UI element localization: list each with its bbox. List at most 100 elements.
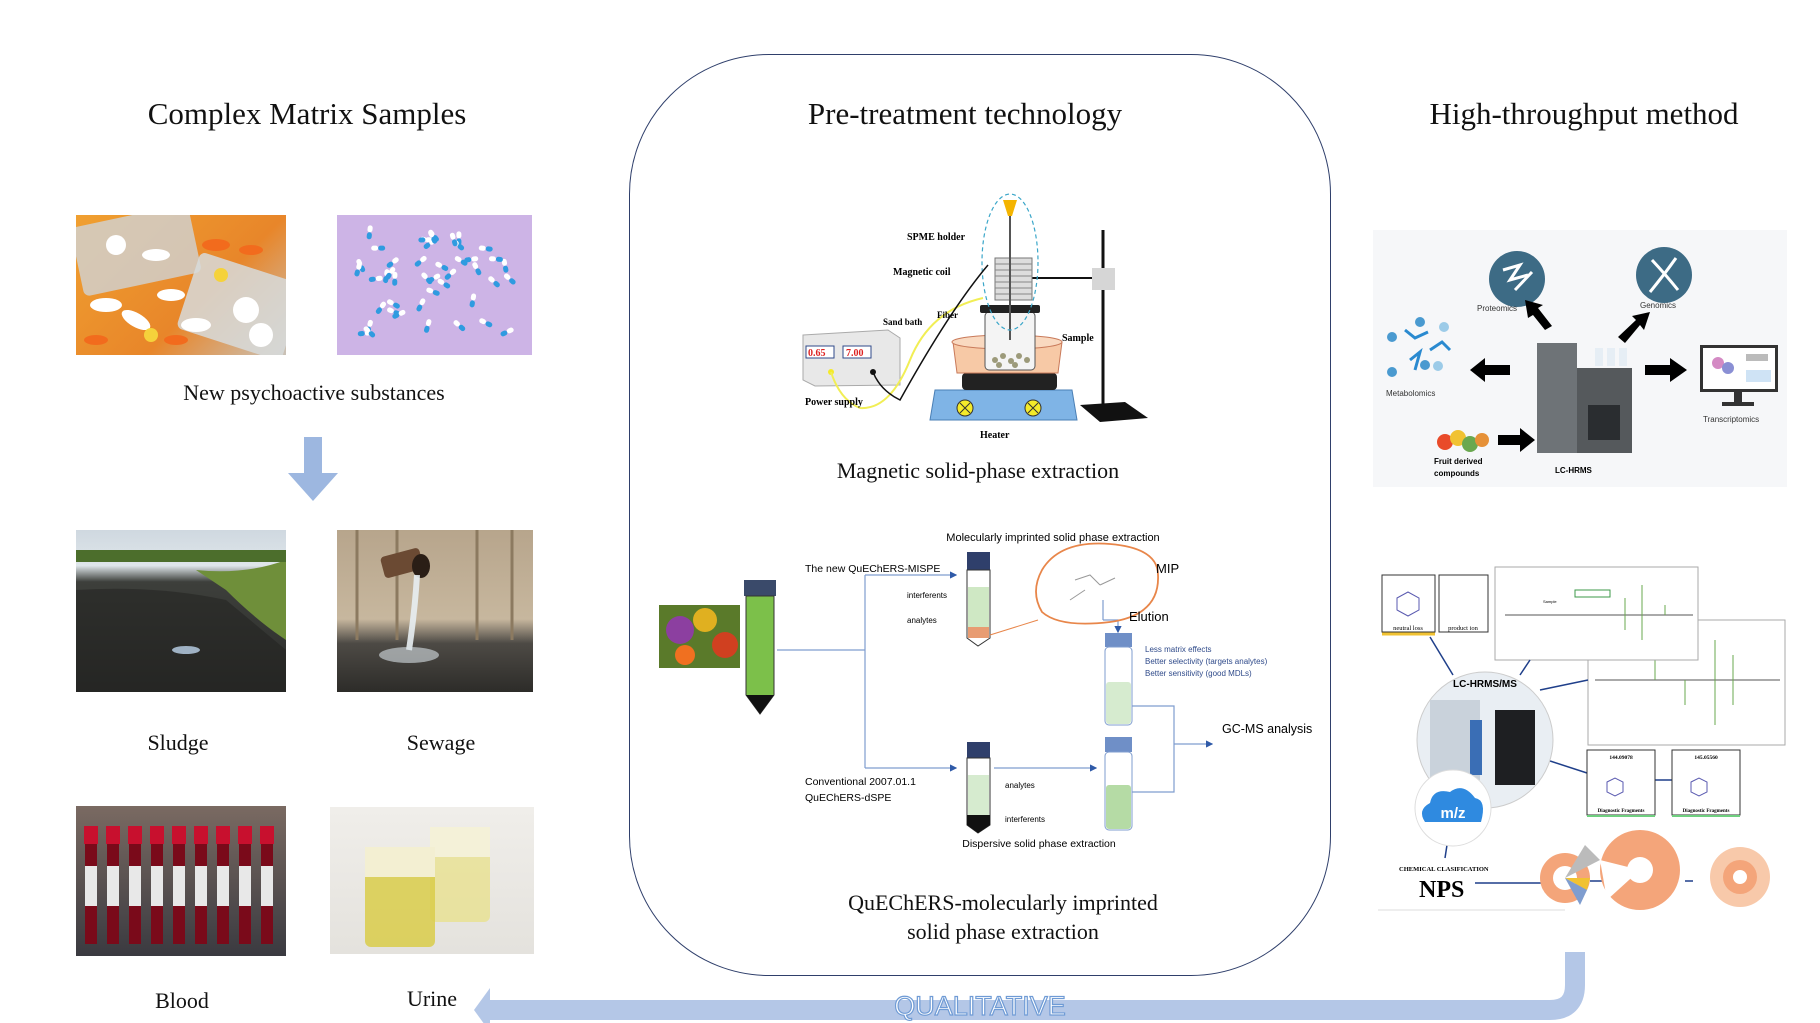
flow-arrow-path [490, 952, 1585, 1020]
transcriptomics-monitor-icon [1700, 345, 1778, 406]
genomics-icon [1636, 247, 1692, 303]
extract-tube-cap [744, 580, 776, 596]
benefit-1: Less matrix effects [1145, 645, 1212, 654]
mispe-tube-cap [967, 552, 990, 570]
eluate-tube-cap [1105, 633, 1132, 647]
label-product-ion: product ion [1448, 625, 1479, 632]
omics-diagram: Proteomics Genomics Metabolomics Transcr… [1373, 230, 1787, 487]
label-new-method: The new QuEChERS-MISPE [805, 563, 940, 575]
sludge-illustration [76, 550, 286, 692]
mip-particle [1035, 542, 1159, 625]
capsule [500, 327, 514, 337]
capsule [501, 258, 509, 273]
classification-sunburst-1 [1540, 845, 1600, 905]
spme-holder-outline [981, 193, 1039, 331]
capsule [488, 256, 503, 262]
capsule [469, 293, 477, 308]
capsule [354, 262, 362, 277]
blood-tube [150, 826, 164, 944]
heater-knob-icon [1024, 399, 1042, 417]
capsule [392, 309, 406, 319]
capsule [488, 276, 500, 288]
label-proteomics: Proteomics [1477, 304, 1517, 313]
blood-tube [238, 826, 252, 944]
capsule [416, 298, 426, 312]
mspe-caption: Magnetic solid-phase extraction [836, 458, 1120, 483]
capsule [449, 232, 458, 247]
label-magnetic-coil: Magnetic coil [893, 267, 951, 278]
caption-sludge: Sludge [147, 730, 209, 755]
capsule [437, 278, 451, 289]
stand-base [1080, 402, 1148, 422]
heater-plate [929, 389, 1078, 421]
label-analytes-top: analytes [907, 616, 937, 625]
down-arrow-icon [288, 437, 338, 501]
quechers-caption-line1: QuEChERS-molecularly imprinted [848, 890, 1158, 915]
mass-spectrum-1: Sample [1494, 566, 1699, 661]
capsule [479, 318, 493, 328]
benefit-3: Better sensitivity (good MDLs) [1145, 669, 1252, 678]
caption-urine: Urine [406, 986, 458, 1011]
fragment-2-label: Diagnostic Fragments [1683, 809, 1730, 814]
lc-hrms-instrument-icon [1537, 343, 1632, 453]
blood-tube [84, 826, 98, 944]
label-interferents-bottom: interferents [1005, 815, 1045, 824]
fragment-2-mass: 145.05560 [1694, 755, 1718, 761]
label-conventional-1: Conventional 2007.01.1 [805, 776, 916, 788]
blood-photo [76, 806, 286, 956]
benefit-2: Better selectivity (targets analytes) [1145, 657, 1268, 666]
capsule [386, 299, 400, 309]
capsule [472, 262, 482, 276]
label-lc-hrms: LC-HRMS [1555, 466, 1593, 475]
fruit-icon [1437, 430, 1489, 452]
sewage-illustration [355, 530, 514, 663]
capsule [414, 255, 427, 267]
heater-knob-icon [956, 399, 974, 417]
pretreatment-box [629, 54, 1331, 976]
blood-tube [172, 826, 186, 944]
label-spme-holder: SPME holder [907, 232, 966, 243]
label-elution: Elution [1129, 609, 1169, 624]
quechers-diagram: Molecularly imprinted solid phase extrac… [659, 532, 1312, 850]
nps-identification-diagram: Sample neutral loss product ion LC-HRMS/… [1378, 566, 1786, 911]
capsule [385, 267, 396, 280]
capsules-illustration [354, 225, 516, 338]
product-ion-box [1438, 574, 1489, 633]
capsule [375, 301, 387, 314]
label-nps: NPS [1419, 877, 1464, 903]
capsule [363, 326, 376, 338]
capsule [426, 287, 440, 296]
capsule [392, 271, 398, 286]
capsule [428, 230, 438, 244]
label-chemical-classification: CHEMICAL CLASIFICATION [1399, 866, 1489, 873]
quechers-bottom-title: Dispersive solid phase extraction [962, 838, 1116, 850]
label-metabolomics: Metabolomics [1386, 389, 1435, 398]
diagnostic-fragment-2 [1671, 749, 1741, 816]
pills-illustration [76, 215, 286, 355]
mspe-diagram: 0.65 7.00 SPME holder Magnetic coil Fibe… [802, 193, 1148, 441]
blood-tubes-illustration [84, 826, 274, 944]
caption-blood: Blood [155, 988, 209, 1013]
label-conventional-2: QuEChERS-dSPE [805, 792, 891, 804]
label-lc-hrms-ms: LC-HRMS/MS [1453, 679, 1517, 690]
metabolomics-icon [1387, 317, 1452, 377]
capsule [386, 257, 399, 268]
label-gcms: GC-MS analysis [1222, 722, 1312, 736]
label-interferents-top: interferents [907, 591, 947, 600]
mz-cloud-icon [1421, 788, 1483, 822]
label-fruit-1: Fruit derived [1434, 457, 1483, 466]
dspe-final-tube-cap [1105, 737, 1132, 752]
label-sand-bath: Sand bath [883, 317, 922, 327]
capsule [503, 273, 516, 285]
capsule [423, 319, 432, 333]
middle-column-title: Pre-treatment technology [807, 96, 1123, 131]
neutral-loss-box [1381, 574, 1436, 633]
label-genomics: Genomics [1640, 301, 1676, 310]
fragment-1-mass: 144.09078 [1609, 755, 1633, 761]
display-value-2: 7.00 [846, 348, 864, 359]
capsule [478, 245, 493, 252]
urine-photo [330, 807, 534, 954]
label-fruit-2: compounds [1434, 469, 1480, 478]
sludge-photo [76, 530, 286, 692]
caption-sewage: Sewage [406, 730, 476, 755]
